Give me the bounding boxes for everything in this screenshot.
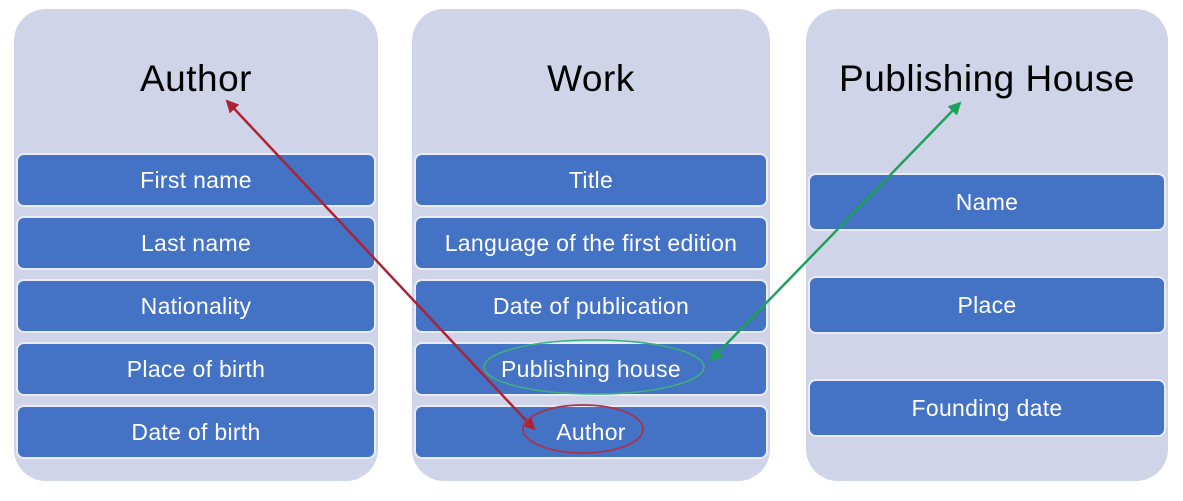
field-bar: Title	[416, 155, 766, 205]
entity-author-fields: First name Last name Nationality Place o…	[18, 155, 374, 457]
field-bar: Date of publication	[416, 281, 766, 331]
entity-author-title: Author	[139, 58, 252, 99]
field-bar: Author	[416, 407, 766, 457]
entity-publishing-house: Publishing House Name Place Founding dat…	[806, 9, 1168, 481]
field-label: Title	[568, 166, 614, 193]
field-label: First name	[140, 166, 252, 193]
field-bar: Nationality	[18, 281, 374, 331]
entity-author: Author First name Last name Nationality …	[14, 9, 378, 481]
field-bar: Language of the first edition	[416, 218, 766, 268]
field-label: Place	[957, 291, 1017, 318]
field-label: Last name	[140, 229, 252, 256]
entity-publishing-house-title: Publishing House	[839, 58, 1135, 99]
field-label: Name	[955, 188, 1019, 215]
field-label: Place of birth	[126, 355, 266, 382]
field-bar: Last name	[18, 218, 374, 268]
field-label: Date of birth	[131, 418, 261, 445]
field-bar: Publishing house	[416, 344, 766, 394]
field-label: Date of publication	[492, 292, 690, 319]
field-bar: Name	[810, 175, 1164, 229]
field-label: Nationality	[140, 292, 252, 319]
field-label: Publishing house	[501, 355, 681, 382]
field-bar: First name	[18, 155, 374, 205]
field-bar: Founding date	[810, 381, 1164, 435]
entity-work: Work Title Language of the first edition…	[412, 9, 770, 481]
entity-work-title: Work	[547, 58, 635, 99]
field-label: Author	[556, 418, 626, 445]
field-label: Founding date	[911, 394, 1063, 421]
entity-work-fields: Title Language of the first edition Date…	[416, 155, 766, 457]
field-bar: Place	[810, 278, 1164, 332]
entity-publishing-house-fields: Name Place Founding date	[810, 175, 1164, 435]
field-label: Language of the first edition	[444, 229, 738, 256]
field-bar: Date of birth	[18, 407, 374, 457]
field-bar: Place of birth	[18, 344, 374, 394]
